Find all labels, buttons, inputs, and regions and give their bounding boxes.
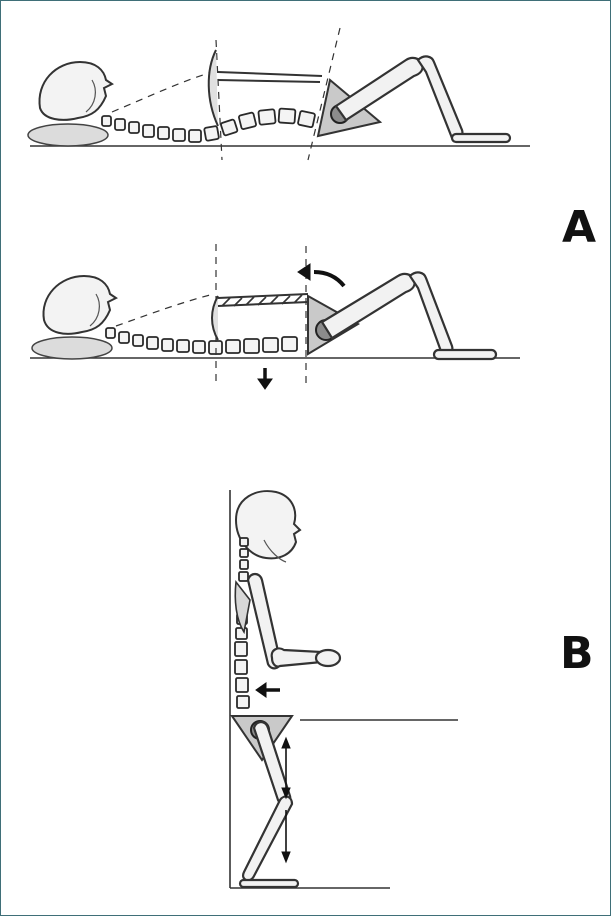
vertebra	[143, 125, 154, 137]
vertebra	[240, 549, 248, 557]
vertebra	[235, 642, 247, 656]
vertebra	[244, 339, 259, 353]
vertebra	[115, 119, 125, 130]
vertebra	[193, 341, 205, 353]
vertebra	[220, 119, 237, 136]
vertebra	[119, 332, 129, 343]
skull-a-top	[39, 62, 112, 120]
vertebra	[236, 678, 248, 692]
vertebra	[173, 129, 185, 141]
tilt-arrow-shaft	[314, 272, 344, 286]
vertebra	[102, 116, 111, 126]
abdominal-band-a-bottom	[218, 294, 308, 306]
vertebra	[177, 340, 189, 352]
vertebra	[189, 130, 201, 142]
skull-a-bottom	[43, 276, 116, 334]
tibia-a-top	[418, 56, 462, 138]
vertebra	[258, 109, 275, 125]
vertebra	[279, 108, 296, 123]
vertebra	[226, 340, 240, 353]
abdominal-line-lower-a-top	[218, 80, 320, 82]
vertebra	[263, 338, 278, 352]
hand-b	[316, 650, 340, 666]
down-arrow-head	[258, 379, 272, 389]
foot-a-top	[452, 134, 510, 142]
lumbar-arrow-head	[256, 683, 266, 697]
vertebra	[236, 628, 247, 639]
vertebra	[106, 328, 115, 338]
pillow-a-bottom	[32, 337, 112, 359]
shin-arrow-head-down	[282, 852, 290, 862]
abdominal-line-upper-a-top	[218, 72, 322, 76]
femur-a-top	[336, 58, 423, 120]
thigh-arrow-head-up	[282, 738, 290, 748]
vertebra	[239, 112, 257, 129]
vertebra	[235, 660, 247, 674]
panel-label-a: A	[562, 202, 596, 253]
vertebra	[282, 337, 297, 351]
vertebra	[240, 560, 248, 569]
spine-a-top	[102, 108, 315, 142]
spine-a-bottom	[106, 328, 297, 354]
femur-a-bottom	[322, 274, 415, 338]
vertebra	[204, 126, 219, 141]
vertebra	[133, 335, 143, 346]
neck-line-a-top	[112, 72, 212, 112]
vertebra	[147, 337, 158, 349]
foot-b	[240, 880, 298, 887]
panel-a-top-figure	[28, 28, 530, 160]
vertebra	[158, 127, 169, 139]
vertebra	[239, 572, 248, 581]
vertebra	[129, 122, 139, 133]
tibia-b	[243, 797, 292, 881]
panel-label-b: B	[560, 628, 594, 679]
tilt-arrow-head	[298, 264, 310, 280]
vertebra	[237, 696, 249, 708]
pillow-a-top	[28, 124, 108, 146]
foot-a-bottom	[434, 350, 496, 359]
forearm-b	[272, 648, 322, 666]
vertebra	[240, 538, 248, 546]
panel-a-bottom-figure	[30, 244, 520, 389]
vertebra	[162, 339, 173, 351]
panel-b-figure	[230, 490, 458, 888]
abdominal-wall-a-top	[209, 50, 218, 126]
neck-line-a-bottom	[116, 294, 214, 326]
vertebra	[298, 111, 316, 128]
tibia-a-bottom	[410, 272, 452, 354]
abdominal-wall-a-bottom	[212, 296, 218, 340]
